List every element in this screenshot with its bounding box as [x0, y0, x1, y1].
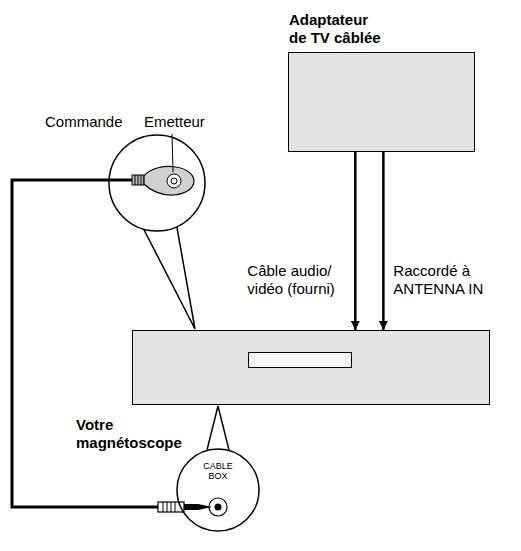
part-label: Emetteur [144, 113, 205, 131]
callout-pointer [140, 222, 195, 329]
cassette-slot [248, 352, 352, 368]
heading: Votre magnétoscope [76, 416, 188, 452]
cable-box-jack-callout: CABLE BOX [176, 448, 260, 532]
plug-tip [184, 504, 198, 510]
strain-relief [132, 175, 144, 185]
callout-circle-fill [176, 448, 260, 532]
callout-circle [109, 135, 205, 231]
cable-box-adapter: Adaptateur de TV câblée [288, 52, 475, 152]
control-wire [12, 180, 150, 507]
emitter-lens [167, 174, 181, 188]
cable-arrow [354, 152, 357, 330]
jack-label: CABLE BOX [200, 461, 236, 481]
circle-outline [176, 448, 260, 532]
cable-arrow [382, 152, 385, 330]
cable-label: Câble audio/ vidéo (fourni) [247, 262, 347, 298]
vcr-box: Votre magnétoscope [132, 330, 490, 405]
part-label: Commande [45, 113, 123, 131]
heading: Adaptateur de TV câblée [289, 11, 385, 47]
emitter-body [144, 166, 194, 195]
leader-line [172, 134, 173, 172]
cable-label: Raccordé à ANTENNA IN [393, 262, 503, 298]
jack-hole [215, 504, 222, 511]
